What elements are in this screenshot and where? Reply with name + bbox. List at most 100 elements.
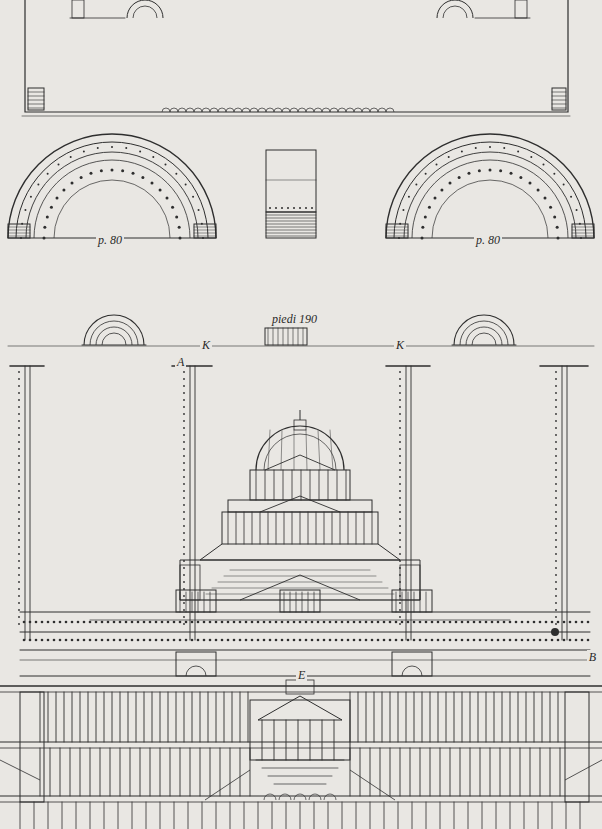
ink-stroke [414,692,415,742]
ink-stroke [432,180,548,238]
column-dot [527,639,530,642]
ink-stroke [0,685,602,686]
ink-stroke [319,470,320,500]
column-dot [515,639,518,642]
column-dot [478,169,481,172]
ink-stroke [334,720,335,760]
column-dot [18,616,20,618]
column-dot [281,621,284,624]
column-dot [132,172,135,175]
ink-stroke [160,802,161,829]
ink-stroke [208,692,209,742]
column-dot [293,207,295,209]
ink-stroke [398,692,399,742]
ink-stroke [430,748,431,796]
column-dot [335,639,338,642]
ink-stroke [244,802,245,829]
ink-stroke [168,692,169,742]
column-dot [485,621,488,624]
ink-stroke [8,346,594,347]
ink-stroke [450,748,451,796]
ink-stroke [195,366,196,640]
column-dot [143,639,146,642]
column-dot [555,560,557,562]
ink-stroke [372,512,373,544]
handwritten-note: A [175,355,186,369]
column-dot [485,639,488,642]
column-dot [149,639,152,642]
column-dot [179,621,182,624]
ink-stroke [446,692,447,742]
column-dot [443,621,446,624]
ink-stroke [486,692,487,742]
column-dot [399,483,401,485]
ink-stroke [202,802,203,829]
column-dot [449,621,452,624]
ink-stroke [20,632,590,633]
column-dot [71,181,74,184]
ink-stroke [274,108,282,112]
column-dot [70,156,72,158]
ink-stroke [0,760,602,800]
ink-stroke [567,366,568,640]
column-dot [41,639,44,642]
column-dot [30,196,32,198]
column-dot [399,462,401,464]
column-dot [65,639,68,642]
ink-stroke [440,802,441,829]
column-dot [215,639,218,642]
column-dot [275,621,278,624]
column-dot [23,621,26,624]
column-dot [269,639,272,642]
ink-stroke [342,802,343,829]
ink-stroke [538,802,539,829]
ink-stroke [298,328,299,345]
column-dot [428,206,431,209]
ink-stroke [293,328,294,345]
column-dot [555,616,557,618]
ink-stroke [266,230,316,231]
column-dot [233,621,236,624]
column-dot [341,621,344,624]
column-dot [399,413,401,415]
ink-stroke [192,592,193,612]
column-dot [55,197,58,200]
ink-stroke [8,230,30,231]
ink-stroke [300,410,301,420]
column-dot [371,639,374,642]
ink-stroke [90,802,91,829]
column-dot [198,209,200,211]
ink-stroke [20,802,21,829]
ink-stroke [268,776,332,777]
column-dot [269,621,272,624]
ink-stroke [268,512,269,544]
column-dot [503,639,506,642]
ink-stroke [96,327,132,345]
ink-stroke [260,496,340,512]
column-dot [183,427,185,429]
column-dot [18,399,20,401]
column-dot [399,434,401,436]
ink-stroke [580,802,581,829]
ink-stroke [248,692,249,742]
column-dot [183,581,185,583]
ink-stroke [218,108,226,112]
column-dot [515,621,518,624]
ink-stroke [300,802,301,829]
column-dot [399,504,401,506]
ink-stroke [230,802,231,829]
column-dot [407,621,410,624]
column-dot [131,639,134,642]
ink-stroke [8,134,216,238]
ink-stroke [0,741,602,742]
column-dot [293,621,296,624]
ink-stroke [412,160,568,238]
ink-stroke [438,692,439,742]
ink-stroke [240,575,360,600]
ink-stroke [228,512,229,544]
ink-stroke [265,328,307,345]
handwritten-note: p. 80 [474,233,502,247]
column-dot [215,621,218,624]
column-dot [65,621,68,624]
ink-stroke [20,692,44,802]
